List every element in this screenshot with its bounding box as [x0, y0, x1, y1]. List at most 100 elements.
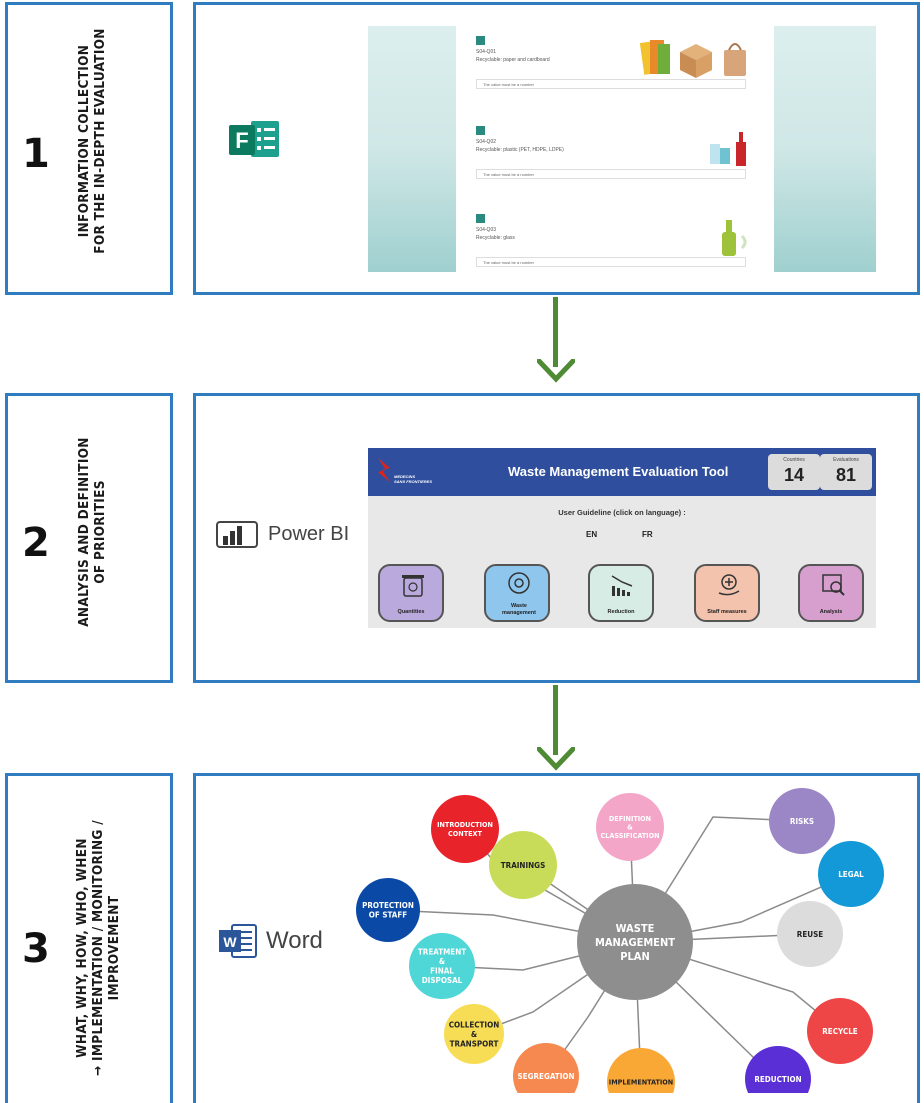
powerbi-brand: Power BI [216, 519, 349, 549]
forms-app-icon: F [221, 115, 285, 163]
node-circle [607, 1048, 675, 1093]
svg-text:W: W [223, 934, 237, 950]
step-label: ANALYSIS AND DEFINITION OF PRIORITIES [76, 392, 108, 672]
plan-node-implementation: IMPLEMENTATION [607, 1048, 675, 1093]
step-label-line: → IMPLEMENTATION / MONITORING / [90, 820, 106, 1076]
glass-illustration [722, 220, 747, 256]
plastic-illustration [710, 132, 746, 166]
question-block: S04-Q03 Recyclable: glass The value must… [476, 214, 746, 267]
node-label: RECYCLE [822, 1027, 858, 1036]
node-label: PROTECTION [362, 901, 414, 910]
plan-node-reuse: REUSE [777, 901, 843, 967]
step-label-line: IMPROVEMENT [106, 895, 122, 1001]
answer-field[interactable]: The value must be a number [476, 169, 746, 179]
center-label: PLAN [620, 950, 650, 963]
word-icon: W [219, 924, 257, 958]
node-circle [777, 901, 843, 967]
node-label: RISKS [790, 817, 814, 826]
msf-logo [374, 454, 394, 489]
step-label: INFORMATION COLLECTION FOR THE IN-DEPTH … [76, 1, 108, 281]
recycle-bin-icon [402, 575, 424, 597]
answer-field[interactable]: The value must be a number [476, 257, 746, 267]
node-circle [769, 788, 835, 854]
node-circle [596, 793, 664, 861]
question-text: Recyclable: glass [476, 235, 515, 241]
node-label: CONTEXT [448, 829, 482, 838]
globe-gear-icon [508, 572, 530, 594]
plan-node-reduction: REDUCTION [745, 1046, 811, 1093]
step-number: 3 [22, 926, 50, 972]
node-label: DISPOSAL [422, 976, 463, 985]
plan-node-risks: RISKS [769, 788, 835, 854]
step-label: WHAT, WHY, HOW, WHO, WHEN → IMPLEMENTATI… [74, 808, 122, 1088]
step-label-line: INFORMATION COLLECTION [76, 44, 92, 238]
tile-quantities[interactable]: Quantities [378, 564, 444, 622]
node-circle [513, 1043, 579, 1093]
question-block: S04-Q01 Recyclable: paper and cardboard … [476, 36, 746, 89]
node-label: FINAL [430, 967, 454, 976]
node-label: LEGAL [838, 870, 864, 879]
question-code: S04-Q01 [476, 49, 497, 55]
question-text: Recyclable: paper and cardboard [476, 57, 550, 63]
analysis-icon [822, 574, 845, 596]
step-number: 1 [22, 131, 50, 177]
question-number-badge [476, 36, 485, 45]
hand-shield-icon [718, 574, 740, 596]
language-fr-link[interactable]: FR [642, 530, 653, 539]
node-label: COLLECTION [449, 1020, 500, 1029]
powerbi-dashboard: MEDECINS SANS FRONTIERES Waste Managemen… [368, 448, 876, 628]
tile-staff-measures[interactable]: Staff measures [694, 564, 760, 622]
plan-node-recycle: RECYCLE [807, 998, 873, 1064]
node-label: CLASSIFICATION [600, 831, 659, 840]
step-3-box: 3 WHAT, WHY, HOW, WHO, WHEN → IMPLEMENTA… [5, 773, 173, 1103]
dashboard-header: MEDECINS SANS FRONTIERES Waste Managemen… [368, 448, 876, 496]
node-label: & [471, 1030, 477, 1039]
declining-chart-icon [611, 575, 633, 596]
user-guideline-text: User Guideline (click on language) : [558, 508, 686, 517]
question-code: S04-Q03 [476, 227, 497, 233]
plan-node-definition: DEFINITION&CLASSIFICATION [596, 793, 664, 861]
node-circle [489, 831, 557, 899]
tile-reduction[interactable]: Reduction [588, 564, 654, 622]
tile-waste-management[interactable]: Waste management [484, 564, 550, 622]
node-label: SEGREGATION [517, 1072, 574, 1081]
tile-analysis[interactable]: Analysis [798, 564, 864, 622]
powerbi-label: Power BI [268, 522, 350, 545]
paper-cardboard-illustration [639, 40, 746, 78]
step-2-box: 2 ANALYSIS AND DEFINITION OF PRIORITIES [5, 393, 173, 683]
step-label-line: ANALYSIS AND DEFINITION [76, 437, 92, 627]
waste-management-plan-diagram: INTRODUCTIONCONTEXTDEFINITION&CLASSIFICA… [356, 788, 884, 1093]
node-label: DEFINITION [609, 814, 651, 823]
question-code: S04-Q02 [476, 139, 497, 145]
word-label: Word [266, 927, 323, 954]
question-block: S04-Q02 Recyclable: plastic (PET, HDPE, … [476, 126, 746, 179]
msf-logo-text: MEDECINS SANS FRONTIERES [394, 474, 433, 484]
language-en-link[interactable]: EN [586, 530, 598, 539]
word-brand: W Word [218, 921, 323, 961]
plan-node-trainings: TRAININGS [489, 831, 557, 899]
node-circle [745, 1046, 811, 1093]
node-circle [444, 1004, 504, 1064]
node-label: & [627, 823, 633, 832]
plan-node-legal: LEGAL [818, 841, 884, 907]
question-text: Recyclable: plastic (PET, HDPE, LDPE) [476, 147, 564, 153]
flow-arrow [537, 685, 575, 773]
answer-field[interactable]: The value must be a number [476, 79, 746, 89]
node-circle [356, 878, 420, 942]
step-label-line: OF PRIORITIES [92, 480, 108, 584]
center-circle [577, 884, 693, 1000]
center-label: MANAGEMENT [595, 936, 675, 949]
form-card: S04-Q01 Recyclable: paper and cardboard … [456, 26, 774, 272]
node-circle [431, 795, 499, 863]
step-label-line: FOR THE IN-DEPTH EVALUATION [92, 28, 108, 254]
node-label: IMPLEMENTATION [609, 1078, 673, 1087]
step-1-box: 1 INFORMATION COLLECTION FOR THE IN-DEPT… [5, 2, 173, 295]
node-circle [409, 933, 475, 999]
node-label: OF STAFF [369, 911, 408, 920]
step-label-line: WHAT, WHY, HOW, WHO, WHEN [74, 838, 90, 1058]
node-circle [818, 841, 884, 907]
